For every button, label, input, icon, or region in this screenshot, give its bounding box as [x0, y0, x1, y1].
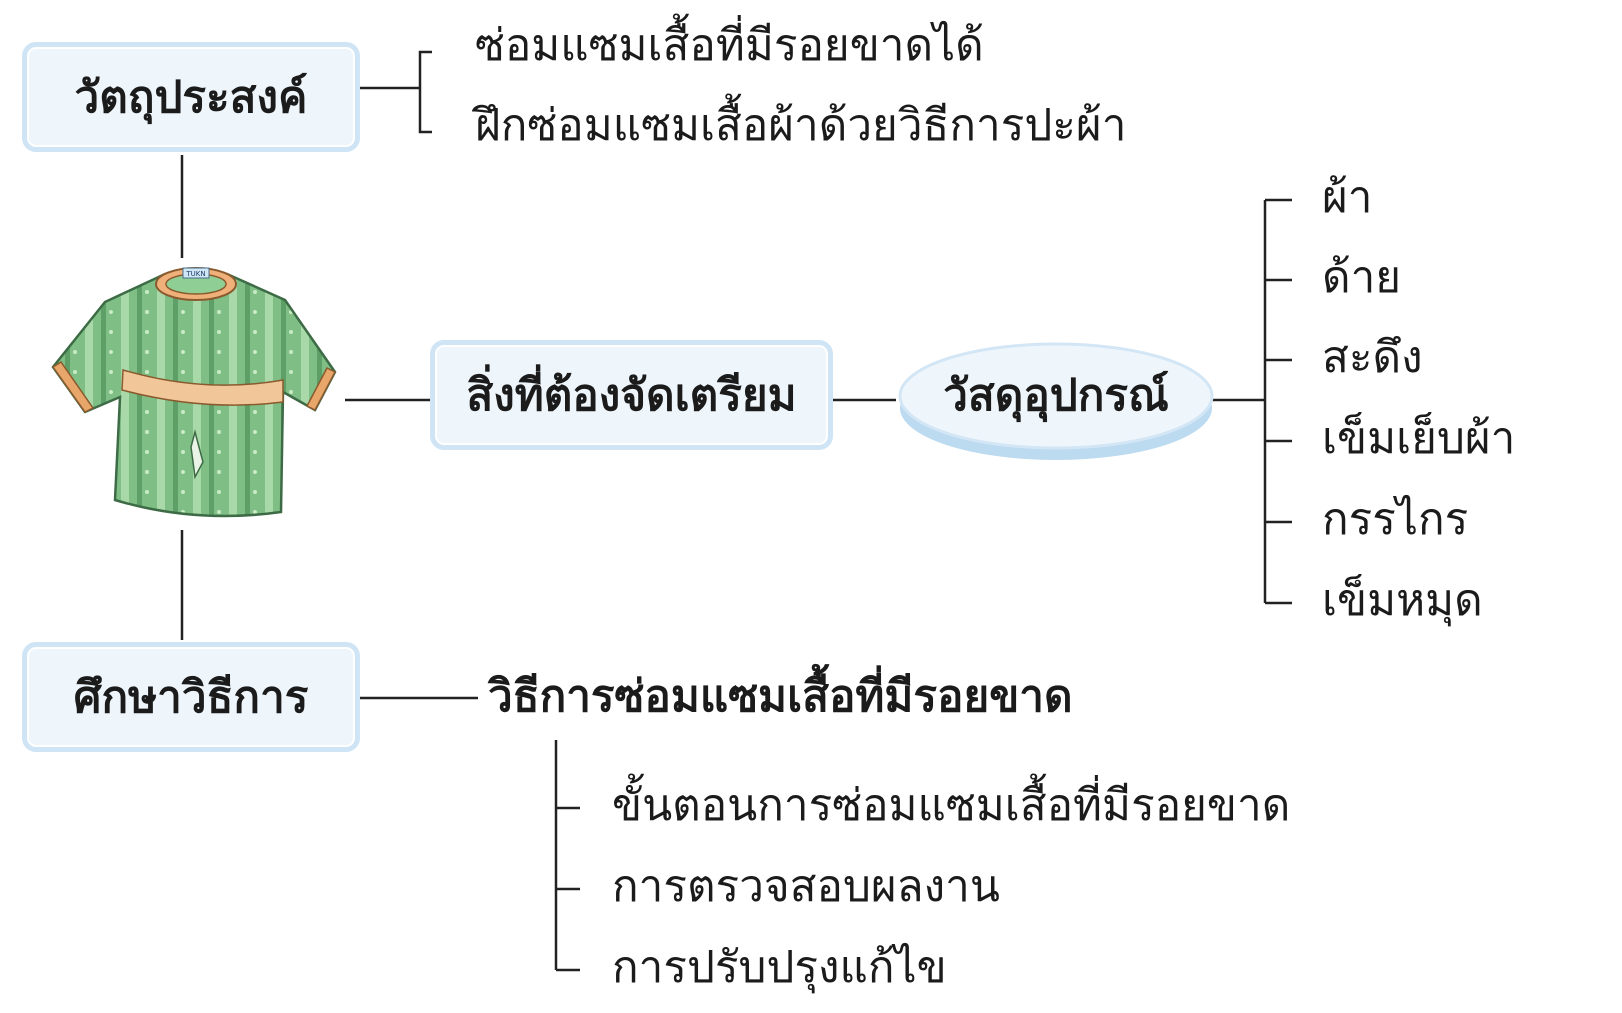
prepare-title: สิ่งที่ต้องจัดเตรียม [466, 370, 797, 421]
material-item: กรรไกร [1322, 494, 1469, 545]
step-item: ขั้นตอนการซ่อมแซมเสื้อที่มีรอยขาด [612, 780, 1291, 831]
torn-shirt-icon: TUKN [51, 267, 337, 518]
materials-ellipse-shape [898, 342, 1214, 460]
material-item: สะดึง [1322, 332, 1423, 383]
step-item: การตรวจสอบผลงาน [612, 861, 1000, 912]
material-item: ด้าย [1322, 252, 1402, 303]
study-box: ศึกษาวิธีการ [22, 642, 360, 752]
objective-item: ซ่อมแซมเสื้อที่มีรอยขาดได้ [475, 20, 984, 71]
shirt-tag-text: TUKN [185, 270, 205, 278]
material-item: ผ้า [1322, 172, 1373, 223]
study-title: ศึกษาวิธีการ [73, 672, 309, 723]
materials-title: วัสดุอุปกรณ์ [943, 370, 1169, 421]
objective-box: วัตถุประสงค์ [22, 42, 360, 152]
step-item: การปรับปรุงแก้ไข [612, 942, 947, 993]
objective-title: วัตถุประสงค์ [74, 72, 308, 123]
objective-item: ฝึกซ่อมแซมเสื้อผ้าด้วยวิธีการปะผ้า [475, 100, 1127, 151]
method-title: วิธีการซ่อมแซมเสื้อที่มีรอยขาด [488, 671, 1073, 722]
material-item: เข็มเย็บผ้า [1322, 413, 1516, 464]
prepare-box: สิ่งที่ต้องจัดเตรียม [430, 340, 833, 450]
material-item: เข็มหมุด [1322, 575, 1483, 626]
materials-ellipse: วัสดุอุปกรณ์ [896, 340, 1216, 466]
